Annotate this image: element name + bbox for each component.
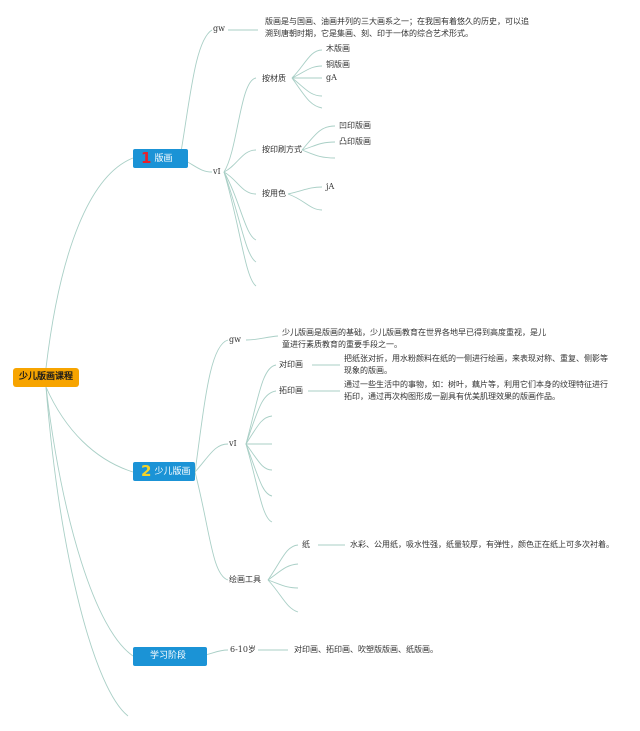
link-color-2 bbox=[287, 193, 323, 211]
link-mat-1 bbox=[291, 49, 323, 79]
b1-gw-text: 版画是与国画、油画并列的三大画系之一；在我国有着悠久的历史，可以追溯到唐朝时期，… bbox=[265, 17, 529, 38]
link-tools-e1 bbox=[267, 563, 299, 581]
tools-paper-text: 水彩、公用纸，吸水性强，纸量较厚，有弹性，颜色正在纸上可多次衬着。 bbox=[350, 540, 614, 549]
branch-1-number: 1 bbox=[141, 149, 152, 167]
link-vi-e5 bbox=[245, 443, 273, 523]
branch-2-number: 2 bbox=[141, 462, 152, 480]
link-root-branch2 bbox=[45, 386, 134, 473]
b2-duiyin-text: 把纸张对折，用水粉颜料在纸的一侧进行绘画，来表现对称、重复、侧影等现象的版画。 bbox=[344, 354, 608, 375]
link-vi-empty2 bbox=[223, 171, 257, 263]
link-vi-e1 bbox=[245, 415, 273, 445]
b2-vi[interactable]: vI bbox=[229, 439, 237, 448]
tools-paper[interactable]: 纸 bbox=[302, 540, 310, 549]
link-tools-e2 bbox=[267, 579, 299, 589]
b3-age-text: 对印画、拓印画、吹塑版版画、纸版画。 bbox=[294, 645, 438, 654]
link-vi-material bbox=[223, 77, 257, 173]
color-ja[interactable]: jA bbox=[326, 182, 335, 191]
link-root-branch3 bbox=[45, 386, 134, 657]
link-vi-empty1 bbox=[223, 171, 257, 241]
b1-by-material[interactable]: 按材质 bbox=[262, 74, 286, 83]
link-print-2 bbox=[301, 141, 336, 151]
b2-duiyin[interactable]: 对印画 bbox=[279, 360, 303, 369]
b2-tools[interactable]: 绘画工具 bbox=[229, 575, 261, 584]
material-woodcut[interactable]: 木版画 bbox=[326, 44, 350, 53]
link-b1-gw bbox=[179, 29, 213, 159]
b1-gw[interactable]: gw bbox=[213, 24, 225, 33]
branch-1-label: 版画 bbox=[154, 154, 173, 164]
b1-by-print[interactable]: 按印刷方式 bbox=[262, 145, 302, 154]
material-ga[interactable]: gA bbox=[326, 73, 337, 82]
link-b2-gw bbox=[194, 339, 229, 473]
link-vi-tayin bbox=[245, 390, 277, 445]
print-intaglio[interactable]: 凹印版画 bbox=[339, 121, 371, 130]
link-tools-paper bbox=[267, 544, 299, 581]
link-vi-empty3 bbox=[223, 171, 257, 287]
link-root-extra bbox=[45, 386, 129, 717]
link-root-branch1 bbox=[45, 157, 134, 369]
b1-by-color[interactable]: 按用色 bbox=[262, 189, 286, 198]
branch-3-label: 学习阶段 bbox=[150, 651, 187, 661]
link-print-1 bbox=[301, 125, 336, 151]
link-b2-tools bbox=[194, 471, 229, 581]
b1-vi[interactable]: vI bbox=[213, 167, 221, 176]
link-mat-5 bbox=[291, 77, 323, 109]
b2-gw[interactable]: gw bbox=[229, 335, 241, 344]
link-tools-e3 bbox=[267, 579, 299, 613]
link-color-1 bbox=[287, 186, 323, 195]
b2-tayin[interactable]: 拓印画 bbox=[279, 386, 303, 395]
branch-3-node[interactable]: 学习阶段 bbox=[133, 647, 207, 666]
branch-2-label: 少儿版画 bbox=[154, 467, 191, 477]
link-mat-4 bbox=[291, 77, 323, 97]
root-node[interactable]: 少儿版画课程 bbox=[13, 368, 79, 387]
root-label: 少儿版画课程 bbox=[18, 372, 73, 382]
b3-age[interactable]: 6-10岁 bbox=[230, 645, 256, 654]
link-b2-vi bbox=[194, 443, 229, 473]
b2-tayin-text: 通过一些生活中的事物，如：树叶，藕片等，利用它们本身的纹理特征进行拓印，通过再次… bbox=[344, 380, 608, 401]
link-vi-e3 bbox=[245, 443, 273, 471]
link-vi-color bbox=[223, 171, 257, 195]
link-vi-duiyin bbox=[245, 364, 277, 445]
print-relief[interactable]: 凸印版画 bbox=[339, 137, 371, 146]
material-copper[interactable]: 铜版画 bbox=[326, 60, 350, 69]
link-vi-print bbox=[223, 149, 257, 173]
link-mat-2 bbox=[291, 65, 323, 79]
b2-gw-text: 少儿版画是版画的基础，少儿版画教育在世界各地早已得到高度重视，是儿童进行素质教育… bbox=[282, 328, 546, 349]
link-b2-gw-text bbox=[245, 335, 279, 341]
link-vi-e4 bbox=[245, 443, 273, 497]
link-print-3 bbox=[301, 149, 336, 159]
